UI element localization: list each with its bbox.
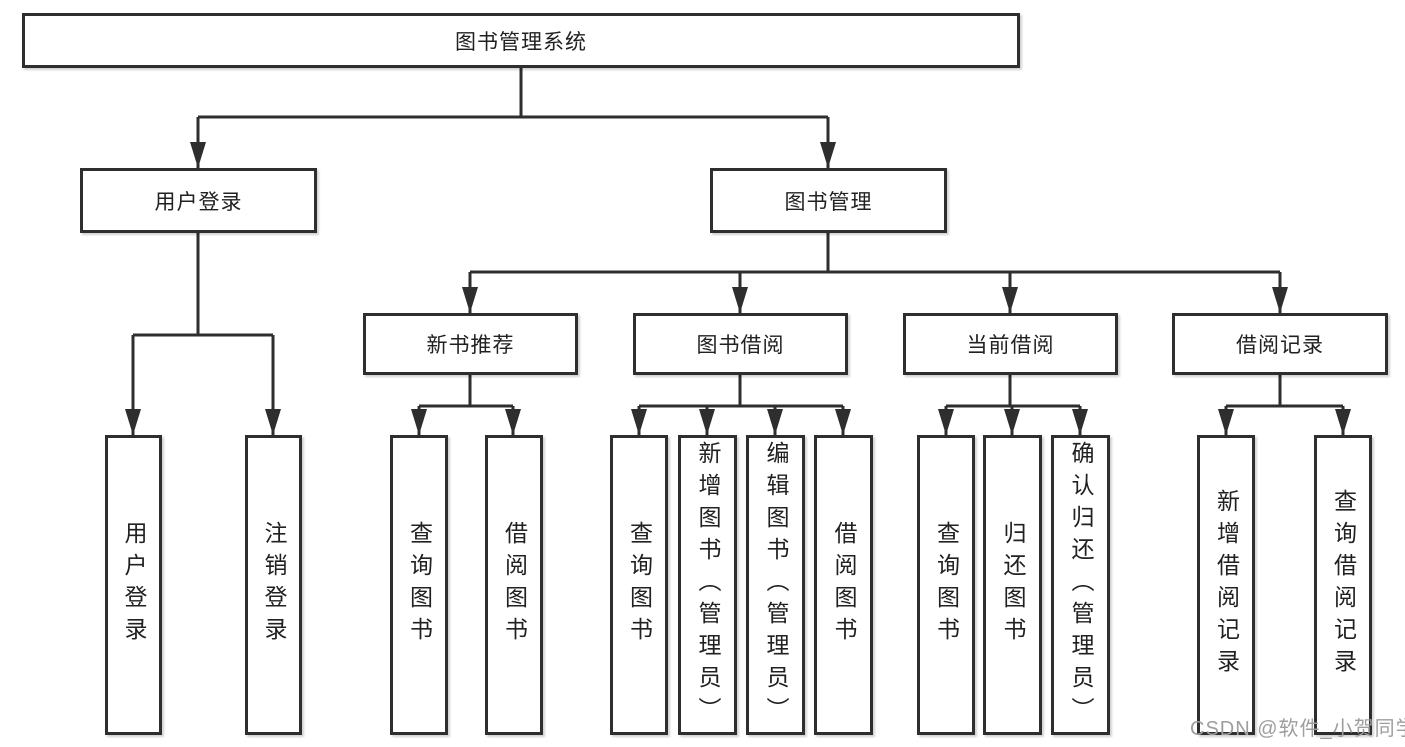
leaf-borrow-books: 借阅图书 [814, 435, 873, 735]
leaf-edit-books-admin: 编辑图书（管理员） [746, 435, 805, 735]
node-book-borrowing: 图书借阅 [633, 313, 848, 375]
node-current-borrowing: 当前借阅 [903, 313, 1118, 375]
leaf-add-borrow-record: 新增借阅记录 [1197, 435, 1255, 735]
leaf-confirm-return-admin: 确认归还（管理员） [1051, 435, 1110, 735]
node-borrowing-records: 借阅记录 [1172, 313, 1388, 375]
node-library-management-system: 图书管理系统 [22, 13, 1020, 68]
node-user-login-branch: 用户登录 [80, 168, 317, 233]
leaf-logout: 注销登录 [245, 435, 302, 735]
leaf-add-books-admin: 新增图书（管理员） [678, 435, 737, 735]
leaf-return-books: 归还图书 [983, 435, 1042, 735]
node-book-management-branch: 图书管理 [710, 168, 947, 233]
leaf-query-books-borrow: 查询图书 [610, 435, 668, 735]
connector-arrows [125, 117, 1351, 435]
leaf-user-login: 用户登录 [105, 435, 162, 735]
leaf-query-books-recommend: 查询图书 [390, 435, 448, 735]
leaf-borrow-books-recommend: 借阅图书 [485, 435, 543, 735]
csdn-watermark: CSDN @软件_小贺同学 [1190, 718, 1405, 740]
connector-bus [133, 68, 1343, 408]
leaf-query-borrow-record: 查询借阅记录 [1314, 435, 1372, 735]
leaf-query-books-current: 查询图书 [917, 435, 975, 735]
node-new-book-recommendation: 新书推荐 [363, 313, 578, 375]
